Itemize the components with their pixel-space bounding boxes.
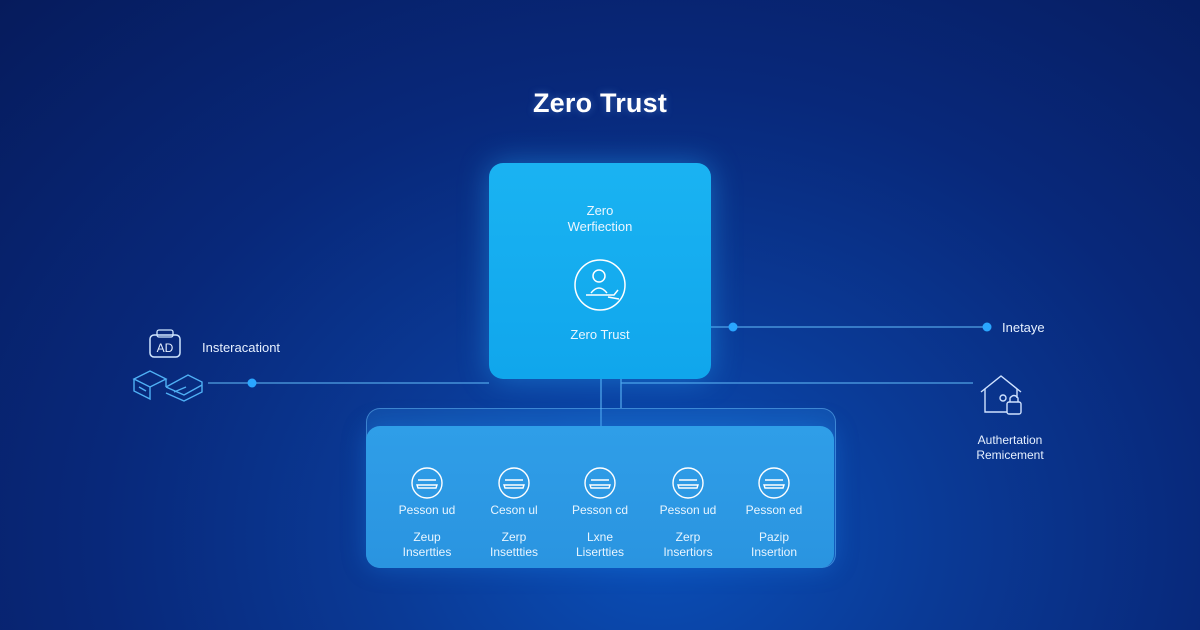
resource-panel (366, 426, 834, 568)
resource-node-desc-line1: Zerp (675, 530, 701, 544)
resource-node-desc-line1: Pazip (758, 530, 790, 544)
resource-node-5: Pesson ed Pazip Insertion (731, 466, 817, 560)
resource-node-desc-line1: Zeup (413, 530, 441, 544)
auth-node-label: Authertation Remicement (955, 433, 1065, 463)
left-node-label: Insteracationt (202, 340, 281, 355)
core-box-top-line1: Zero (586, 203, 614, 218)
right-connector-dot-2 (982, 322, 992, 332)
resource-node-2: Ceson ul Zerp Insettties (471, 466, 557, 560)
device-icon (758, 467, 790, 499)
resource-node-desc-line2: Lisertties (575, 545, 625, 559)
resource-node-name: Pesson cd (571, 503, 629, 517)
resource-node-desc-line2: Insertiors (663, 545, 713, 559)
resource-node-name: Pesson ed (745, 503, 803, 517)
resource-node-desc: Zeup Insertties (384, 530, 470, 560)
auth-node-line2: Remicement (976, 448, 1044, 462)
resource-node-desc-line1: Zerp (501, 530, 527, 544)
resource-node-name: Ceson ul (490, 503, 538, 517)
left-connector-dot (247, 378, 257, 388)
core-box-top-line2: Werfiection (567, 219, 633, 234)
ad-badge-text: AD (157, 341, 174, 355)
resource-node-desc-line2: Insettties (489, 545, 539, 559)
resource-node-3: Pesson cd Lxne Lisertties (557, 466, 643, 560)
diagram-title: Zero Trust (532, 88, 668, 118)
resource-node-desc: Lxne Lisertties (557, 530, 643, 560)
house-lock-icon (980, 375, 1022, 415)
resource-node-desc: Zerp Insertiors (645, 530, 731, 560)
core-box-bottom-label: Zero Trust (570, 327, 630, 342)
resource-node-1: Pesson ud Zeup Insertties (384, 466, 470, 560)
device-icon (411, 467, 443, 499)
right-node-label: Inetaye (1002, 320, 1045, 335)
right-connector-dot-1 (728, 322, 738, 332)
core-box-top-label: Zero Werfiection (489, 203, 711, 235)
resource-node-name: Pesson ud (659, 503, 717, 517)
device-icon (672, 467, 704, 499)
user-verification-icon (574, 259, 626, 311)
resource-node-desc-line2: Insertties (402, 545, 452, 559)
resource-node-desc: Zerp Insettties (471, 530, 557, 560)
server-icon (132, 370, 203, 402)
device-icon (498, 467, 530, 499)
zero-trust-core-box: Zero Werfiection Zero Trust (489, 163, 711, 379)
resource-node-name: Pesson ud (398, 503, 456, 517)
resource-node-desc: Pazip Insertion (731, 530, 817, 560)
ad-badge-icon: AD (149, 329, 181, 358)
device-icon (584, 467, 616, 499)
resource-node-4: Pesson ud Zerp Insertiors (645, 466, 731, 560)
auth-node-line1: Authertation (977, 433, 1043, 447)
resource-node-desc-line2: Insertion (750, 545, 798, 559)
resource-node-desc-line1: Lxne (586, 530, 614, 544)
